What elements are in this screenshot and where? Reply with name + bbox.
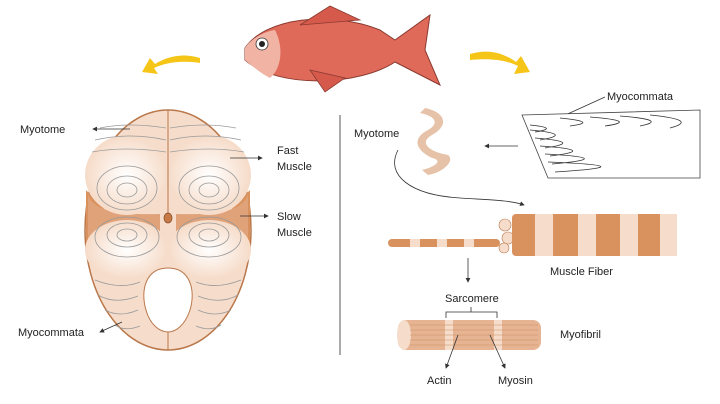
myofibril-illustration [397, 320, 541, 350]
yellow-arrow-right-icon [470, 51, 530, 74]
label-myofibril: Myofibril [560, 329, 601, 341]
sarcomere-bracket [445, 307, 498, 318]
fish-illustration [244, 5, 442, 93]
label-myotome-left: Myotome [20, 124, 65, 136]
label-slow-muscle-line1: Slow [277, 211, 301, 223]
myotome-squiggle [417, 108, 451, 175]
label-slow-muscle-line2: Muscle [277, 227, 312, 239]
fish-cross-section [84, 109, 252, 351]
myocommata-wedge [521, 109, 701, 179]
label-myocommata-right: Myocommata [607, 91, 674, 103]
label-actin: Actin [427, 375, 451, 387]
label-fast-muscle-line1: Fast [277, 145, 298, 157]
label-muscle-fiber: Muscle Fiber [550, 266, 613, 278]
label-sarcomere: Sarcomere [445, 293, 499, 305]
label-fast-muscle-line2: Muscle [277, 161, 312, 173]
label-myotome-right: Myotome [354, 128, 399, 140]
yellow-arrow-left-icon [142, 55, 200, 74]
label-myosin: Myosin [498, 375, 533, 387]
label-myocommata-left: Myocommata [18, 327, 85, 339]
muscle-fiber-illustration [388, 214, 677, 256]
